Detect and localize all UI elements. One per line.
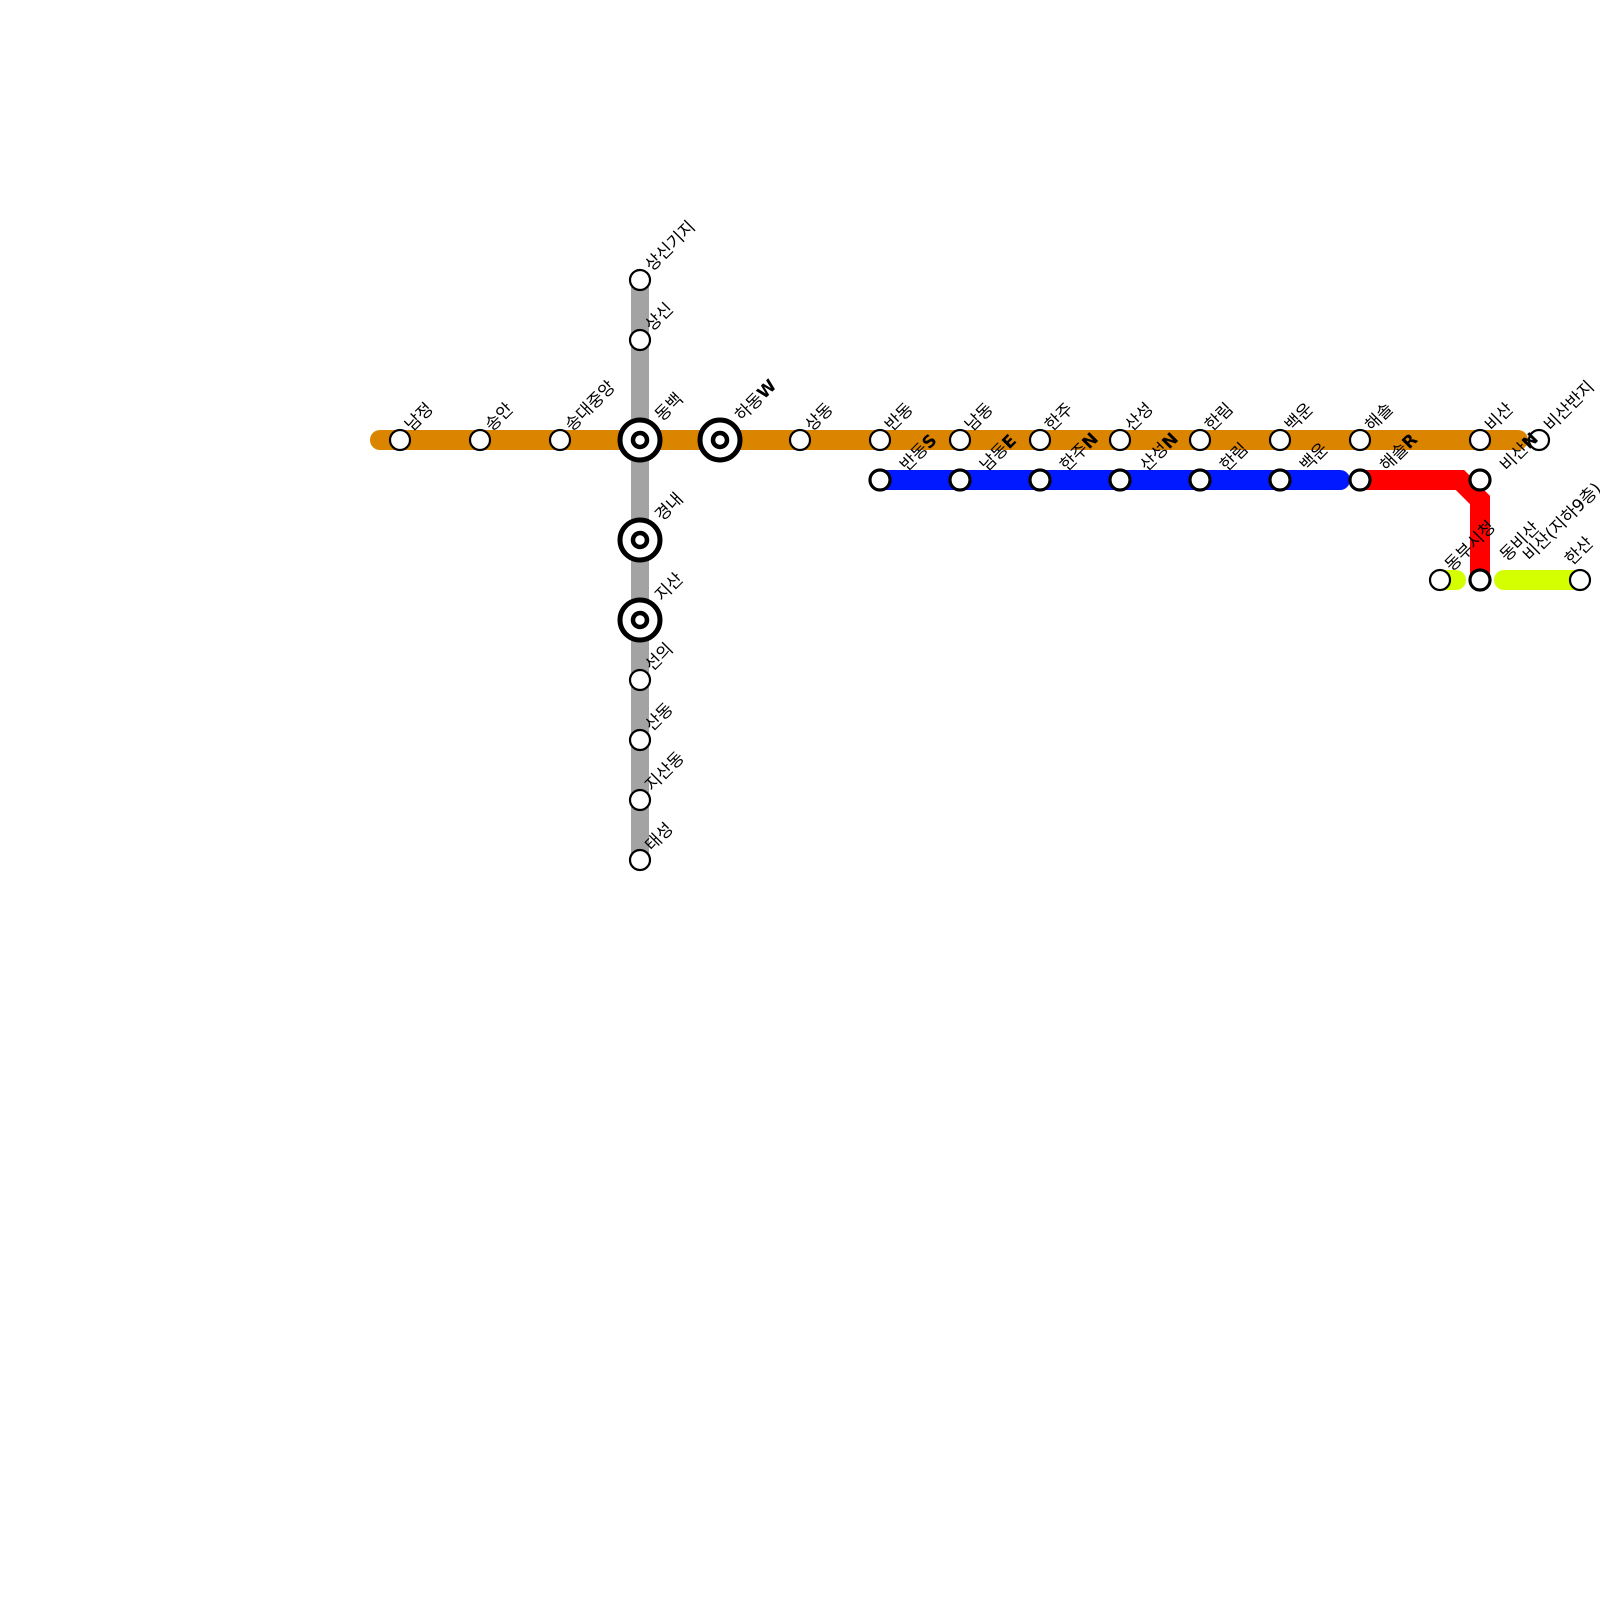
station-sa-marker[interactable] [468, 428, 492, 452]
line-red [1360, 470, 1490, 580]
station-nd2-marker[interactable] [948, 468, 972, 492]
station-bd2-marker[interactable] [868, 468, 892, 492]
station-dbsc-marker[interactable] [1428, 568, 1452, 592]
station-sdj-marker[interactable] [548, 428, 572, 452]
station-hd-marker[interactable] [697, 417, 743, 463]
station-nd1-marker[interactable] [948, 428, 972, 452]
station-bd1-marker[interactable] [868, 428, 892, 452]
station-sdg-marker[interactable] [628, 728, 652, 752]
station-hs1-marker[interactable] [1348, 428, 1372, 452]
station-sd-marker[interactable] [788, 428, 812, 452]
station-dbs-marker[interactable] [1468, 568, 1492, 592]
station-ss2-marker[interactable] [1108, 468, 1132, 492]
station-bsbj-marker[interactable] [1527, 428, 1551, 452]
station-ss1-marker[interactable] [1108, 428, 1132, 452]
station-hsn-marker[interactable] [1568, 568, 1592, 592]
station-hj1-marker[interactable] [1028, 428, 1052, 452]
station-jsd-marker[interactable] [628, 788, 652, 812]
station-hs2-marker[interactable] [1348, 468, 1372, 492]
station-ts-marker[interactable] [628, 848, 652, 872]
station-nj-marker[interactable] [388, 428, 412, 452]
station-gn-marker[interactable] [617, 517, 663, 563]
station-bs2-marker[interactable] [1468, 468, 1492, 492]
station-ssgj-marker[interactable] [628, 268, 652, 292]
station-hj2-marker[interactable] [1028, 468, 1052, 492]
station-db-marker[interactable] [617, 417, 663, 463]
station-bu2-marker[interactable] [1268, 468, 1292, 492]
station-bu1-marker[interactable] [1268, 428, 1292, 452]
station-markers [388, 268, 1592, 872]
station-hl1-marker[interactable] [1188, 428, 1212, 452]
station-su-marker[interactable] [628, 668, 652, 692]
station-js-marker[interactable] [617, 597, 663, 643]
station-sn-marker[interactable] [628, 328, 652, 352]
station-hl2-marker[interactable] [1188, 468, 1212, 492]
station-bs1-marker[interactable] [1468, 428, 1492, 452]
